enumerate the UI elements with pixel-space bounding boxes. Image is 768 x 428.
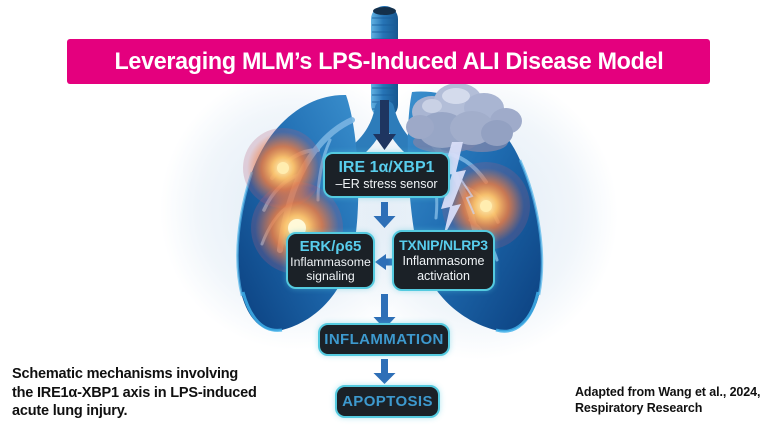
- schematic-caption-line2: the IRE1α-XBP1 axis in LPS-induced: [12, 384, 257, 401]
- title-banner: Leveraging MLM’s LPS-Induced ALI Disease…: [67, 39, 710, 84]
- node-txnip-nlrp3: TXNIP/NLRP3 Inflammasome activation: [392, 230, 495, 291]
- arrow-ire-down: [373, 202, 396, 228]
- node-txnip-subline2: activation: [417, 269, 470, 283]
- source-attribution-line1: Adapted from Wang et al., 2024,: [575, 385, 761, 399]
- node-ire-xbp1: IRE 1α/XBP1 –ER stress sensor: [323, 152, 450, 198]
- node-ire-subtitle: –ER stress sensor: [335, 177, 438, 191]
- page-title: Leveraging MLM’s LPS-Induced ALI Disease…: [114, 47, 663, 75]
- node-erk-title: ERK/ρ65: [299, 237, 362, 255]
- schematic-caption-line1: Schematic mechanisms involving: [12, 366, 239, 382]
- node-ire-title: IRE 1α/XBP1: [338, 159, 435, 176]
- arrow-to-inflammation: [373, 294, 396, 329]
- node-apoptosis-label: APOPTOSIS: [342, 393, 433, 410]
- arrow-to-apoptosis: [373, 359, 396, 384]
- node-inflammation-label: INFLAMMATION: [324, 331, 444, 348]
- arrow-trachea-to-ire: [373, 100, 396, 150]
- source-attribution-line2: Respiratory Research: [575, 401, 703, 415]
- node-inflammation: INFLAMMATION: [318, 323, 450, 356]
- node-txnip-title: TXNIP/NLRP3: [399, 237, 488, 253]
- storm-cloud-icon: [406, 83, 522, 153]
- schematic-caption-line3: acute lung injury.: [12, 403, 128, 419]
- node-txnip-subline1: Inflammasome: [402, 254, 485, 268]
- source-attribution: Adapted from Wang et al., 2024, Respirat…: [575, 384, 765, 416]
- node-erk-subline2: signaling: [306, 269, 355, 283]
- flow-arrows: [373, 100, 396, 384]
- node-apoptosis: APOPTOSIS: [335, 385, 440, 418]
- schematic-caption: Schematic mechanisms involving the IRE1α…: [12, 365, 278, 421]
- node-erk-subline1: Inflammasome: [290, 254, 371, 269]
- node-erk-p65: ERK/ρ65 Inflammasome signaling: [286, 232, 375, 289]
- arrow-txnip-to-erk: [375, 254, 393, 270]
